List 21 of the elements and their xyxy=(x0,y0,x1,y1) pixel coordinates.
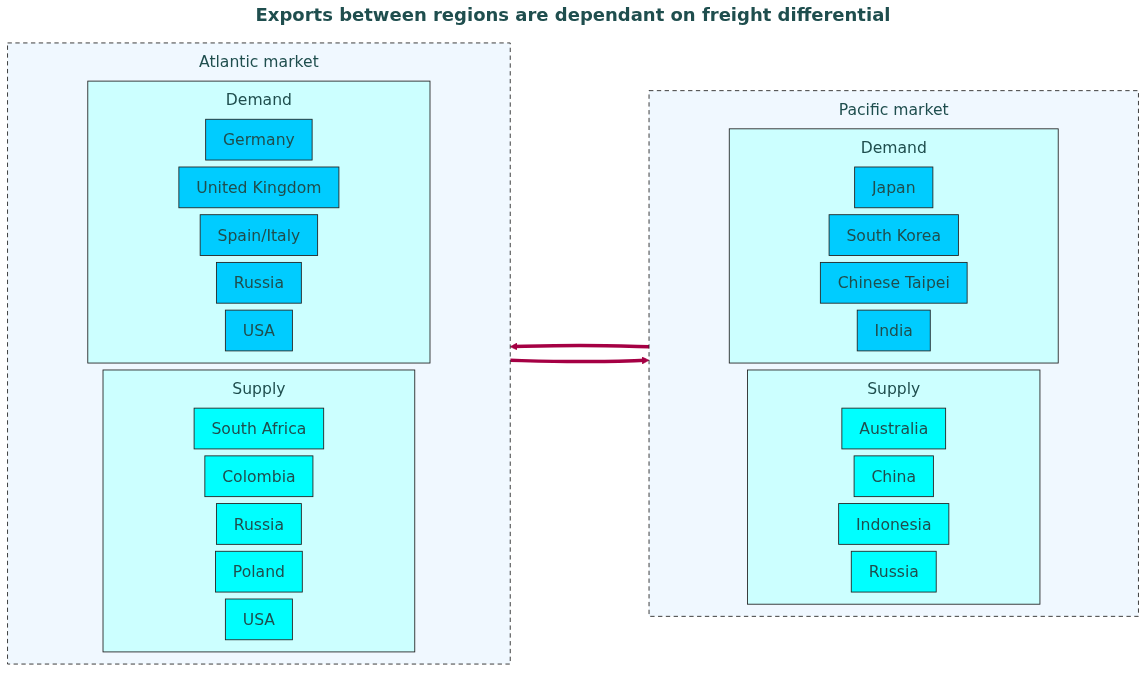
node-box: India xyxy=(856,309,931,352)
note-text: Exports between regions are dependant on freight differential xyxy=(255,4,891,25)
node-box: China xyxy=(853,455,934,498)
node-box: Australia xyxy=(841,407,947,450)
node-box: Germany xyxy=(205,118,313,161)
node-box: South Africa xyxy=(193,407,325,450)
node-box: USA xyxy=(224,309,293,352)
node-box: Japan xyxy=(854,166,934,209)
node-box: Russia xyxy=(850,550,937,593)
node-box: Russia xyxy=(216,261,302,304)
arrow xyxy=(510,356,650,365)
node-box: Colombia xyxy=(204,455,314,498)
node-box: Spain/Italy xyxy=(199,214,319,256)
node-box: South Korea xyxy=(828,214,959,256)
arrow xyxy=(509,342,650,351)
node-box: United Kingdom xyxy=(178,166,340,209)
node-box: Indonesia xyxy=(838,503,950,545)
node-box: Poland xyxy=(215,550,303,593)
node-box: USA xyxy=(224,598,293,641)
node-box: Chinese Taipei xyxy=(819,261,968,304)
node-box: Russia xyxy=(216,503,302,545)
